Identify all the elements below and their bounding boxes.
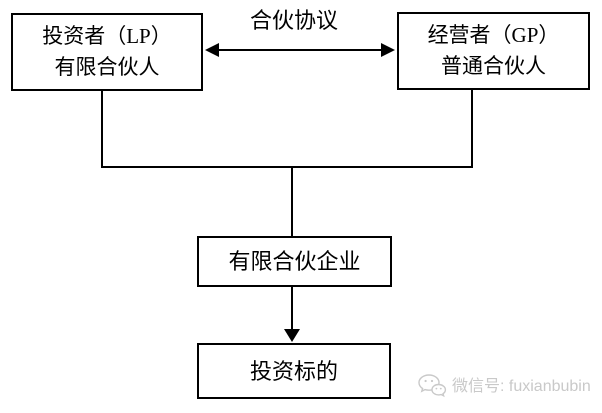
node-investment-target: 投资标的 (197, 343, 391, 399)
node-operator-gp: 经营者（GP） 普通合伙人 (397, 12, 590, 90)
wechat-icon (418, 374, 447, 398)
node-limited-partnership: 有限合伙企业 (197, 236, 392, 287)
merge-connector-line (101, 90, 473, 168)
agreement-label: 合伙协议 (249, 8, 339, 33)
investor-title: 投资者（LP） (42, 24, 172, 48)
target-arrowhead (284, 329, 300, 342)
agreement-arrowhead-left (205, 43, 219, 57)
watermark-text: 微信号: fuxianbubin (452, 377, 591, 395)
operator-title: 经营者（GP） (427, 23, 560, 47)
operator-subtitle: 普通合伙人 (441, 54, 546, 78)
partnership-label: 有限合伙企业 (228, 249, 361, 274)
target-label: 投资标的 (249, 358, 338, 384)
agreement-arrowhead-right (381, 43, 395, 57)
investor-subtitle: 有限合伙人 (54, 55, 160, 79)
watermark: 微信号: fuxianbubin (417, 373, 591, 400)
node-investor-lp: 投资者（LP） 有限合伙人 (11, 13, 203, 91)
